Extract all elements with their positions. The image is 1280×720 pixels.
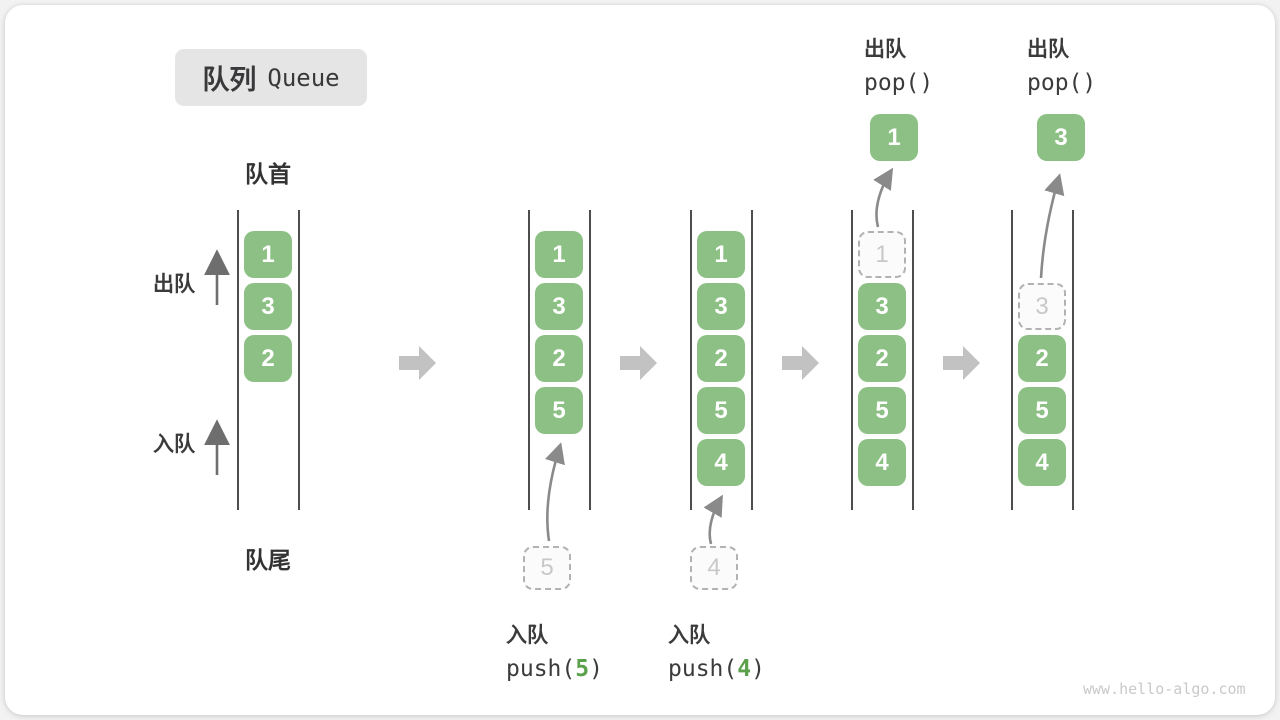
- title-zh: 队列: [202, 65, 257, 95]
- enqueue-operation-label: 入队 push(5): [506, 619, 603, 682]
- op-code: push(4): [668, 656, 765, 682]
- op-code-arg: 5: [575, 656, 590, 682]
- pop-1-arrow: [873, 167, 894, 228]
- queue-3-item-3: 3: [697, 283, 745, 330]
- queue-4-removed-slot-1: 1: [858, 231, 906, 278]
- queue-5-item-4: 4: [1018, 439, 1066, 486]
- queue-4-item-5: 5: [858, 387, 906, 434]
- queue-5-wall-right: [1072, 210, 1074, 510]
- pop-3-arrow: [1039, 173, 1065, 279]
- queue-3-item-5: 5: [697, 387, 745, 434]
- queue-2-wall-left: [528, 210, 530, 510]
- incoming-value-box-5: 5: [523, 546, 571, 590]
- queue-1-item-1: 1: [244, 231, 292, 278]
- queue-3-item-2: 2: [697, 335, 745, 382]
- title-en: Queue: [267, 63, 340, 92]
- op-code: pop(): [864, 70, 934, 96]
- queue-2-wall-right: [589, 210, 591, 510]
- enqueue-side-label: 入队: [153, 433, 195, 456]
- state-transition-arrow-icon: [943, 345, 981, 386]
- title-box: 队列 Queue: [175, 49, 367, 106]
- queue-4-item-2: 2: [858, 335, 906, 382]
- enqueue-operation-label: 入队 push(4): [668, 619, 765, 682]
- op-label-zh: 入队: [506, 624, 548, 647]
- queue-5-item-5: 5: [1018, 387, 1066, 434]
- op-code: push(5): [506, 656, 603, 682]
- queue-5-wall-left: [1011, 210, 1013, 510]
- popped-value-box-3: 3: [1037, 114, 1085, 161]
- state-transition-arrow-icon: [620, 345, 658, 386]
- queue-2-item-5: 5: [535, 387, 583, 434]
- state-transition-arrow-icon: [782, 345, 820, 386]
- queue-5-removed-slot-3: 3: [1018, 283, 1066, 330]
- popped-value-box-1: 1: [870, 114, 918, 161]
- op-code-arg: 4: [737, 656, 752, 682]
- dequeue-side-label: 出队: [153, 273, 195, 296]
- queue-3-item-1: 1: [697, 231, 745, 278]
- queue-2-item-1: 1: [535, 231, 583, 278]
- op-label-zh: 出队: [1027, 38, 1069, 61]
- queue-1-wall-left: [237, 210, 239, 510]
- queue-4-item-3: 3: [858, 283, 906, 330]
- queue-4-wall-right: [912, 210, 914, 510]
- queue-1-item-2: 2: [244, 335, 292, 382]
- queue-5-item-2: 2: [1018, 335, 1066, 382]
- diagram-card: 队列 Queue 队首 队尾 出队 入队 1 3 2 1 3 2 5 5 1 3 2 5 4 4 1 3 2 5 4…: [5, 5, 1275, 715]
- push-4-arrow: [703, 494, 723, 545]
- push-5-arrow: [545, 442, 565, 542]
- dequeue-operation-label: 出队 pop(): [1027, 33, 1096, 96]
- op-code: pop(): [1027, 70, 1097, 96]
- queue-3-wall-left: [690, 210, 692, 510]
- incoming-value-box-4: 4: [690, 546, 738, 590]
- watermark: www.hello-algo.com: [1083, 680, 1246, 698]
- dequeue-operation-label: 出队 pop(): [864, 33, 933, 96]
- queue-2-item-2: 2: [535, 335, 583, 382]
- queue-front-label: 队首: [245, 161, 291, 187]
- queue-2-item-3: 3: [535, 283, 583, 330]
- queue-4-wall-left: [851, 210, 853, 510]
- queue-4-item-4: 4: [858, 439, 906, 486]
- queue-1-wall-right: [298, 210, 300, 510]
- queue-1-item-3: 3: [244, 283, 292, 330]
- queue-3-wall-right: [751, 210, 753, 510]
- op-label-zh: 出队: [864, 38, 906, 61]
- queue-3-item-4: 4: [697, 439, 745, 486]
- op-label-zh: 入队: [668, 624, 710, 647]
- queue-rear-label: 队尾: [245, 547, 291, 573]
- state-transition-arrow-icon: [399, 345, 437, 386]
